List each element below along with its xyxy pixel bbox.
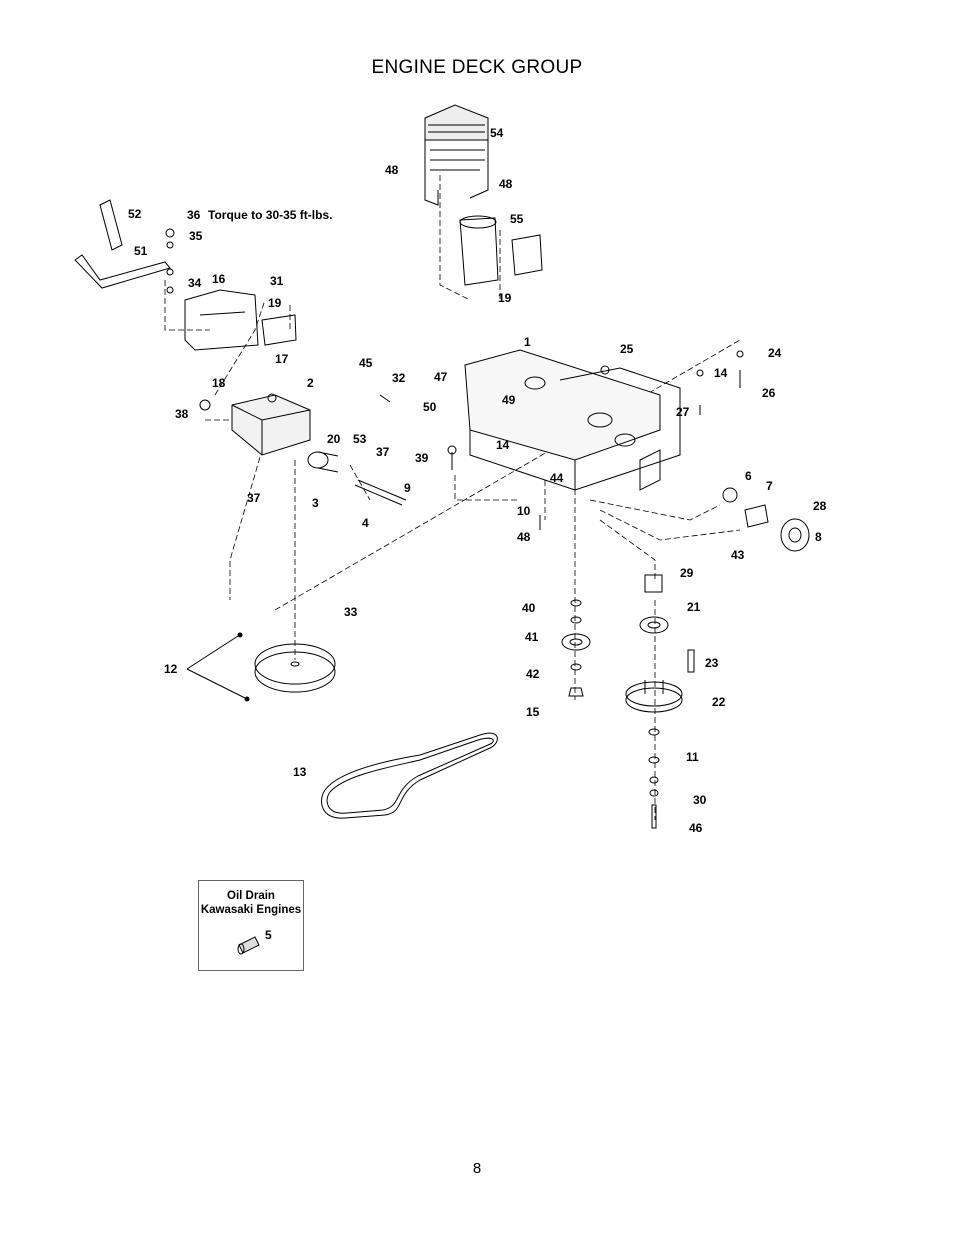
- callout-42: 42: [526, 667, 540, 681]
- callout-18: 18: [212, 376, 226, 390]
- callout-8: 8: [815, 530, 822, 544]
- callout-30: 30: [693, 793, 707, 807]
- part-16-bracket: [184, 289, 259, 351]
- oil-drain-inset: Oil Drain Kawasaki Engines 5: [198, 880, 304, 971]
- inset-title-line1: Oil Drain: [227, 890, 275, 902]
- part-2-gearbox: [199, 393, 311, 456]
- callout-32: 32: [392, 371, 406, 385]
- callout-35: 35: [189, 229, 203, 243]
- callout-55: 55: [510, 212, 524, 226]
- callout-48c: 48: [517, 530, 531, 544]
- callout-14b: 14: [496, 438, 510, 452]
- callout-14a: 14: [714, 366, 728, 380]
- callout-20: 20: [327, 432, 341, 446]
- callout-48b: 48: [499, 177, 513, 191]
- callout-19a: 19: [268, 296, 282, 310]
- callout-5: 5: [265, 928, 272, 942]
- callout-33: 33: [344, 605, 358, 619]
- callout-49: 49: [502, 393, 516, 407]
- callout-10: 10: [517, 504, 531, 518]
- callout-15: 15: [526, 705, 540, 719]
- callout-3: 3: [312, 496, 319, 510]
- callout-12-leader: [186, 635, 246, 699]
- bolts: [379, 350, 744, 530]
- part-54-shroud: [424, 104, 489, 206]
- right-stack: [625, 574, 695, 829]
- idler-stack: [561, 599, 591, 697]
- callout-51: 51: [134, 244, 148, 258]
- callout-11: 11: [686, 750, 699, 764]
- callout-24: 24: [768, 346, 782, 360]
- callout-37b: 37: [247, 491, 261, 505]
- callout-4: 4: [362, 516, 369, 530]
- callout-2: 2: [307, 376, 314, 390]
- callout-50: 50: [423, 400, 437, 414]
- callout-17: 17: [275, 352, 289, 366]
- callout-9: 9: [404, 481, 411, 495]
- part-20-coupler: [307, 451, 339, 473]
- part-13-belt: [321, 732, 498, 819]
- callout-29: 29: [680, 566, 694, 580]
- callout-53: 53: [353, 432, 367, 446]
- callout-47: 47: [434, 370, 448, 384]
- callout-23: 23: [705, 656, 719, 670]
- callout-1: 1: [524, 335, 531, 349]
- callout-38: 38: [175, 407, 189, 421]
- callout-40: 40: [522, 601, 536, 615]
- callout-34: 34: [188, 276, 202, 290]
- callout-21: 21: [687, 600, 701, 614]
- callout-39: 39: [415, 451, 429, 465]
- part-4-shaft: [354, 479, 407, 506]
- part-6-7-8-pulley: [722, 487, 810, 552]
- callout-52: 52: [128, 207, 142, 221]
- torque-note: Torque to 30-35 ft-lbs.: [208, 208, 333, 222]
- callout-12: 12: [164, 662, 178, 676]
- callout-36: 36: [187, 208, 201, 222]
- callout-44: 44: [550, 471, 564, 485]
- callout-7: 7: [766, 479, 773, 493]
- hardware-34-35-36: [165, 228, 175, 294]
- callout-46: 46: [689, 821, 703, 835]
- callout-6: 6: [745, 469, 752, 483]
- callout-31: 31: [270, 274, 284, 288]
- callout-41: 41: [525, 630, 539, 644]
- callout-37a: 37: [376, 445, 390, 459]
- callout-25: 25: [620, 342, 634, 356]
- callout-54: 54: [490, 126, 504, 140]
- page-number: 8: [472, 1160, 482, 1177]
- callout-48a: 48: [385, 163, 399, 177]
- inset-title-line2: Kawasaki Engines: [200, 904, 302, 916]
- callout-27: 27: [676, 405, 690, 419]
- callout-26: 26: [762, 386, 776, 400]
- page-title: ENGINE DECK GROUP: [371, 57, 583, 78]
- callout-43: 43: [731, 548, 745, 562]
- phantom-lines: [164, 175, 741, 820]
- part-17-plate: [261, 314, 297, 346]
- callout-16: 16: [212, 272, 226, 286]
- part-33-pulley: [254, 643, 336, 693]
- part-1-engine-deck: [464, 349, 681, 491]
- callout-28: 28: [813, 499, 827, 513]
- callout-45: 45: [359, 356, 373, 370]
- callout-22: 22: [712, 695, 726, 709]
- callout-13: 13: [293, 765, 307, 779]
- part-51-52-handle: [74, 199, 171, 289]
- oil-drain-plug-icon: [237, 936, 260, 955]
- part-55-filter: [459, 215, 543, 286]
- callout-19b: 19: [498, 291, 512, 305]
